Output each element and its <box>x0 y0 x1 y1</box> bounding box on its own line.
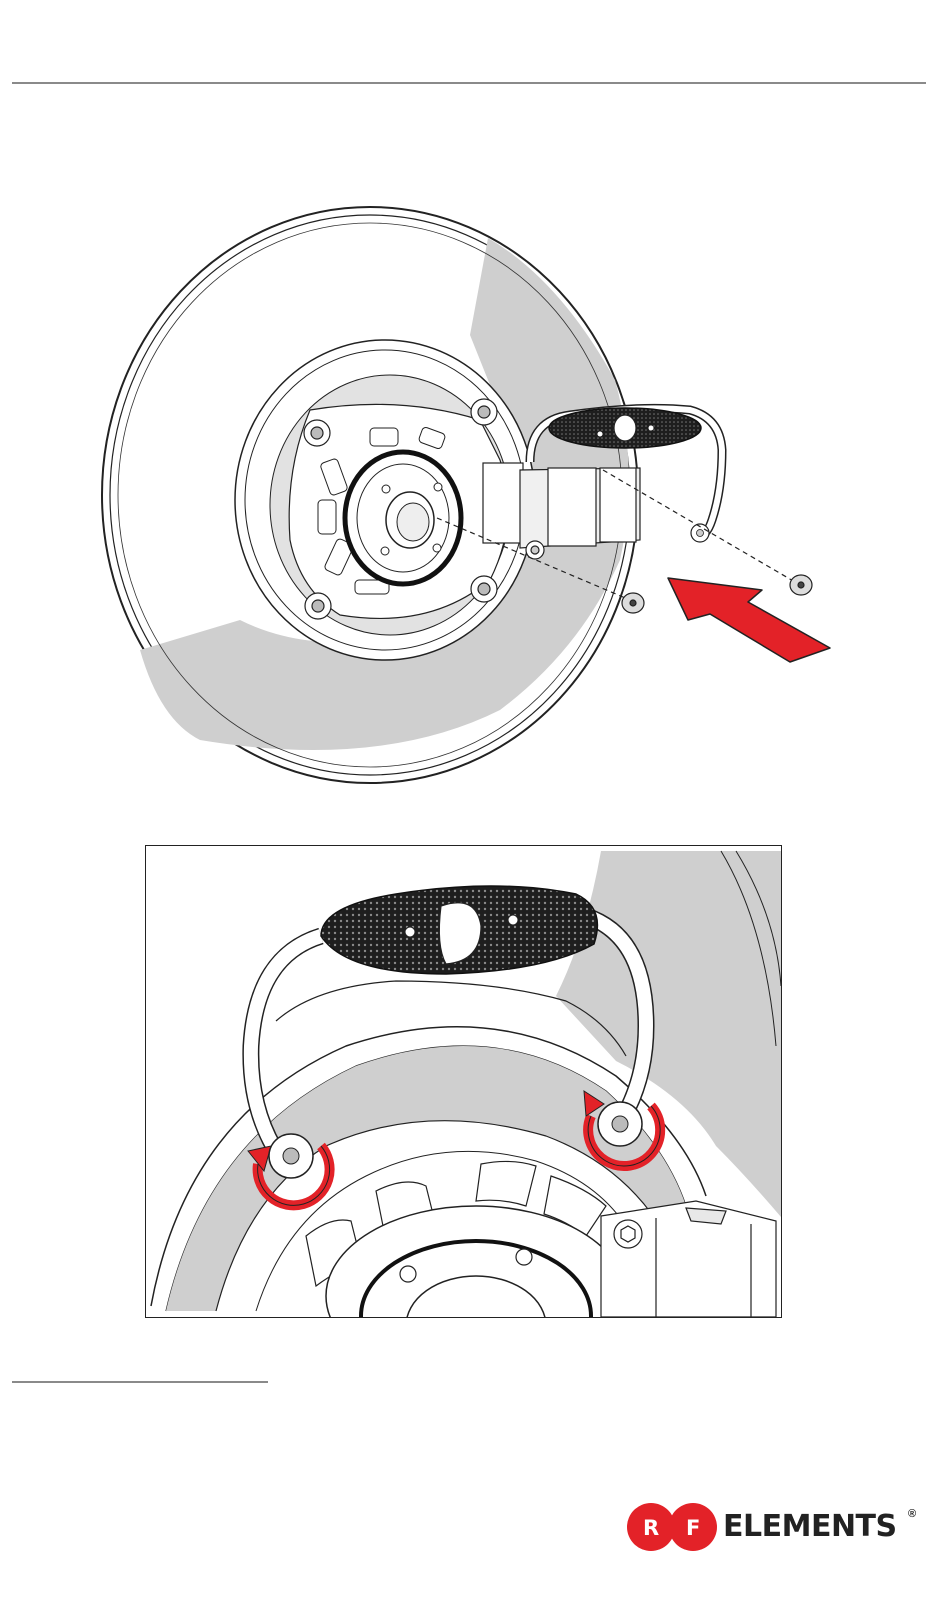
main-assembly-illustration <box>0 190 950 810</box>
rf-logo-mark: R F <box>626 1502 718 1552</box>
detail-inset <box>145 845 782 1318</box>
registered-mark: ® <box>908 1508 916 1520</box>
logo-letter-f: F <box>686 1516 700 1540</box>
detail-illustration <box>146 846 781 1317</box>
brand-wordmark: ELEMENTS <box>723 1509 897 1544</box>
brand-logo: R F ELEMENTS ® <box>626 1502 926 1552</box>
logo-letter-r: R <box>643 1516 659 1540</box>
top-divider <box>12 82 926 84</box>
detail-frame <box>145 845 782 1318</box>
bottom-divider <box>12 1381 268 1383</box>
